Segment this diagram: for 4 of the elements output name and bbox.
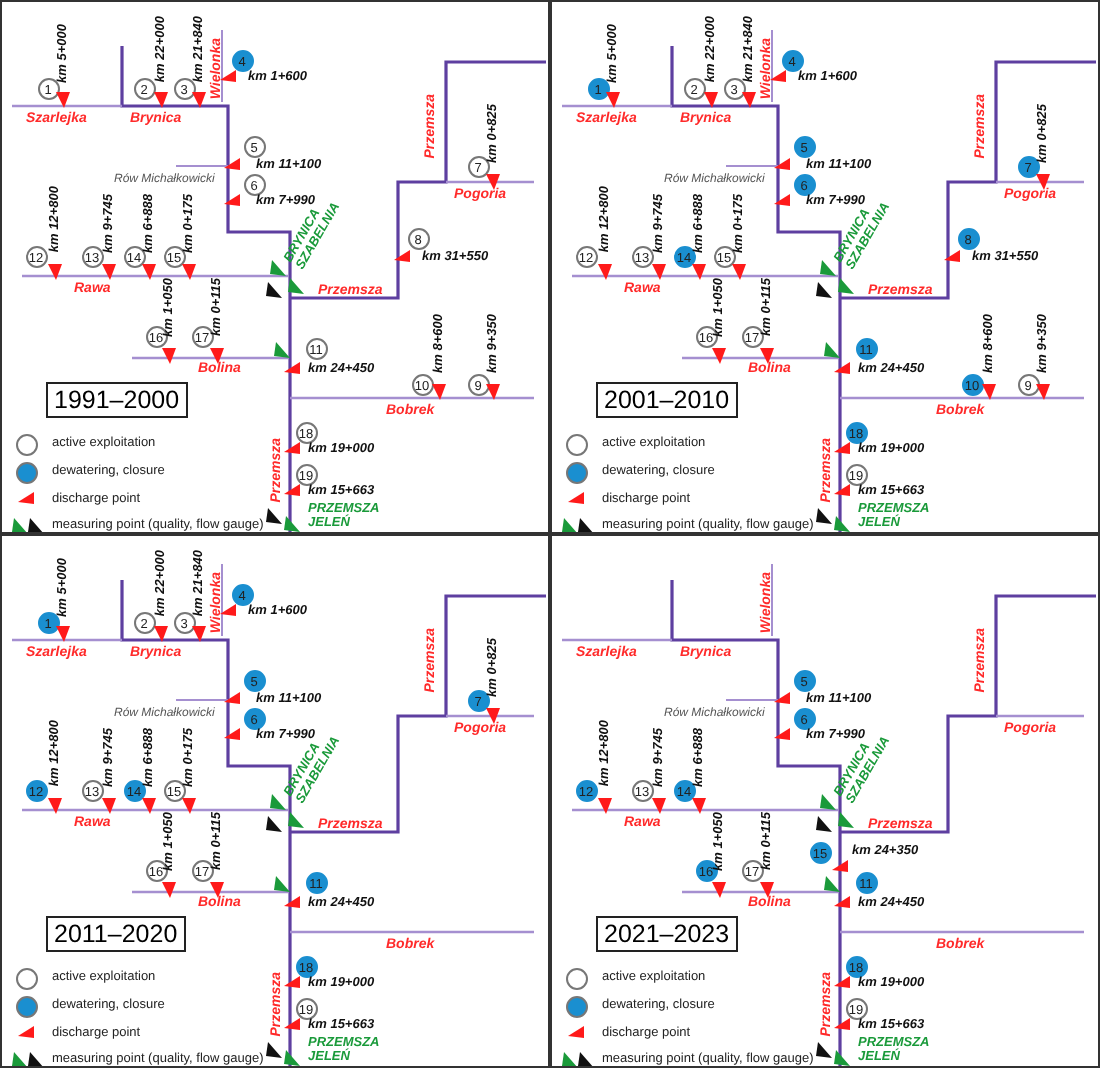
period-label: 2011–2020 <box>46 916 186 952</box>
period-label: 2021–2023 <box>596 916 738 952</box>
period-label: 2001–2010 <box>596 382 738 418</box>
period-label: 1991–2000 <box>46 382 188 418</box>
